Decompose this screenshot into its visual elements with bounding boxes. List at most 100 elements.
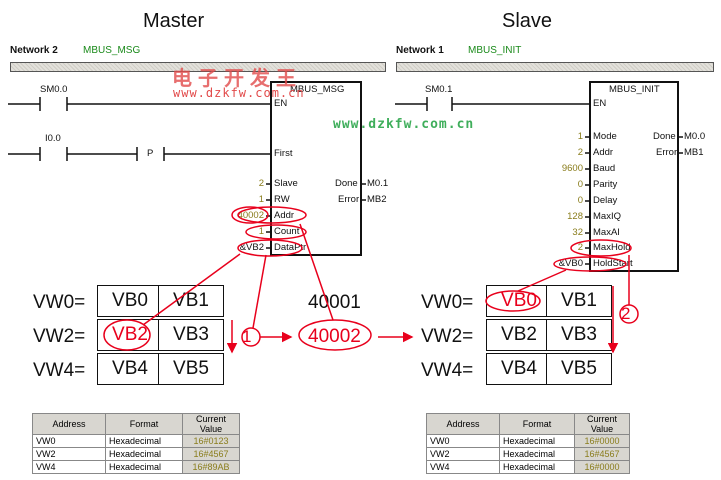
slave-pin-maxhold: MaxHold: [593, 242, 631, 253]
slave-val-maxhold: 2: [577, 242, 583, 253]
cell-format[interactable]: Hexadecimal: [105, 460, 183, 474]
modbus-addr-40002: 40002: [308, 326, 361, 347]
slave-mem-label-vw0: VW0=: [421, 292, 474, 313]
slave-cell-vb5: VB5: [546, 353, 612, 385]
slave-out-error: MB1: [684, 147, 704, 158]
master-pin-first: First: [274, 148, 293, 159]
mbus-init-block: [589, 81, 679, 272]
master-val-rw: 1: [258, 194, 264, 205]
slave-pin-error: Error: [656, 147, 678, 158]
slave-cell-vb3: VB3: [546, 319, 612, 351]
col-format[interactable]: Format: [105, 413, 183, 435]
step-2-number: 2: [621, 304, 631, 323]
cell-format[interactable]: Hexadecimal: [105, 434, 183, 448]
slave-mem-label-vw4: VW4=: [421, 360, 474, 381]
slave-cell-vb1: VB1: [546, 285, 612, 317]
master-val-addr: 40002: [237, 210, 264, 221]
slave-pin-done: Done: [653, 131, 676, 142]
master-val-dataptr: &VB2: [239, 242, 264, 253]
cell-address[interactable]: VW4: [32, 460, 106, 474]
cell-format[interactable]: Hexadecimal: [499, 447, 575, 461]
master-pin-error: Error: [338, 194, 360, 205]
modbus-addr-40001: 40001: [308, 292, 361, 313]
slave-pin-holdstart: HoldStart: [593, 258, 633, 269]
watermark-chinese: 电子开发王: [172, 66, 302, 90]
master-pin-en: EN: [274, 98, 288, 109]
contact-label-p: P: [147, 148, 154, 159]
mbus-msg-block-title: MBUS_MSG: [290, 84, 345, 95]
watermark-url-red: www.dzkfw.com.cn: [173, 86, 305, 100]
slave-pin-baud: Baud: [593, 163, 616, 174]
master-pin-count: Count: [274, 226, 300, 237]
cell-format[interactable]: Hexadecimal: [499, 434, 575, 448]
slave-pin-mode: Mode: [593, 131, 617, 142]
master-network-name: MBUS_MSG: [83, 45, 141, 56]
master-network-bar: [10, 62, 386, 72]
master-mem-label-vw2: VW2=: [33, 326, 86, 347]
slave-pin-delay: Delay: [593, 195, 618, 206]
master-pin-rw: RW: [274, 194, 290, 205]
col-current-value[interactable]: Current Value: [574, 413, 630, 435]
cell-format[interactable]: Hexadecimal: [105, 447, 183, 461]
col-current-value[interactable]: Current Value: [182, 413, 240, 435]
mbus-init-block-title: MBUS_INIT: [609, 84, 660, 95]
slave-pin-addr: Addr: [593, 147, 614, 158]
slave-val-holdstart: &VB0: [558, 258, 583, 269]
slave-val-mode: 1: [577, 131, 583, 142]
cell-address[interactable]: VW4: [426, 460, 500, 474]
master-title: Master: [143, 10, 205, 32]
slave-mem-label-vw2: VW2=: [421, 326, 474, 347]
slave-network-bar: [396, 62, 714, 72]
slave-network-label: Network 1: [396, 45, 444, 56]
cell-current-value: 16#0000: [574, 460, 630, 474]
cell-current-value: 16#89AB: [182, 460, 240, 474]
cell-address[interactable]: VW2: [32, 447, 106, 461]
cell-address[interactable]: VW2: [426, 447, 500, 461]
master-network-label: Network 2: [10, 45, 58, 56]
slave-val-maxiq: 128: [567, 211, 583, 222]
master-cell-vb1: VB1: [158, 285, 224, 317]
watermark-url-green: www.dzkfw.com.cn: [333, 117, 475, 132]
slave-pin-maxai: MaxAI: [593, 227, 620, 238]
cell-current-value: 16#0000: [574, 434, 630, 448]
slave-val-maxai: 32: [572, 227, 583, 238]
col-address[interactable]: Address: [426, 413, 500, 435]
master-pin-dataptr: DataPtr: [274, 242, 307, 253]
master-pin-done: Done: [335, 178, 358, 189]
master-cell-vb5: VB5: [158, 353, 224, 385]
slave-cell-vb0: VB0: [486, 285, 552, 317]
master-val-slave: 2: [258, 178, 264, 189]
contact-label-i00: I0.0: [45, 133, 61, 144]
cell-format[interactable]: Hexadecimal: [499, 460, 575, 474]
cell-address[interactable]: VW0: [32, 434, 106, 448]
master-cell-vb4: VB4: [97, 353, 163, 385]
master-mem-label-vw4: VW4=: [33, 360, 86, 381]
slave-val-baud: 9600: [561, 163, 583, 174]
col-format[interactable]: Format: [499, 413, 575, 435]
slave-pin-en: EN: [593, 98, 607, 109]
master-cell-vb0: VB0: [97, 285, 163, 317]
master-out-error: MB2: [367, 194, 387, 205]
step-1-number: 1: [242, 327, 252, 346]
slave-pin-maxiq: MaxIQ: [593, 211, 621, 222]
contact-label-sm00: SM0.0: [40, 84, 68, 95]
master-cell-vb2: VB2: [97, 319, 163, 351]
cell-address[interactable]: VW0: [426, 434, 500, 448]
slave-val-delay: 0: [577, 195, 583, 206]
slave-out-done: M0.0: [684, 131, 706, 142]
master-cell-vb3: VB3: [158, 319, 224, 351]
master-pin-addr: Addr: [274, 210, 295, 221]
cell-current-value: 16#4567: [182, 447, 240, 461]
slave-cell-vb2: VB2: [486, 319, 552, 351]
master-val-count: 1: [258, 226, 264, 237]
col-address[interactable]: Address: [32, 413, 106, 435]
